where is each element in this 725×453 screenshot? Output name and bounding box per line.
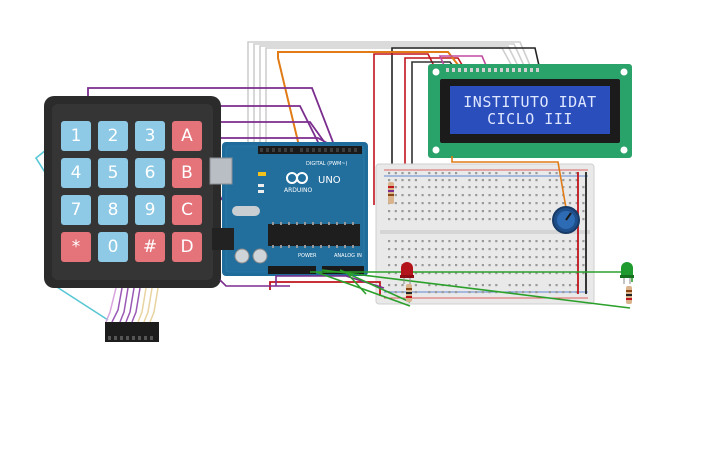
keypad-key-0[interactable]: 0 <box>98 232 128 262</box>
lcd-pins <box>446 68 539 72</box>
power-header <box>268 266 316 274</box>
arduino-logo: ARDUINO UNO <box>284 172 341 194</box>
wires-back <box>34 41 541 321</box>
keypad-key-label: # <box>143 237 157 257</box>
keypad-key-hash[interactable]: # <box>135 232 165 262</box>
keypad-4x4: 1 2 3 A 4 5 6 B 7 8 9 C * 0 # D <box>44 96 221 342</box>
keypad-key-C[interactable]: C <box>172 195 202 225</box>
crystal <box>232 206 260 216</box>
led-l <box>258 172 266 176</box>
digital-label: DIGITAL (PWM~) <box>306 161 348 167</box>
lcd-line-2: CICLO III <box>487 110 573 128</box>
keypad-key-label: 0 <box>108 237 119 257</box>
led-green[interactable] <box>620 262 634 284</box>
keypad-keys: 1 2 3 A 4 5 6 B 7 8 9 C * 0 # D <box>61 121 202 262</box>
keypad-key-label: * <box>72 237 81 257</box>
power-label: POWER <box>298 253 317 259</box>
keypad-key-label: D <box>180 237 193 257</box>
arduino-model: UNO <box>318 175 341 186</box>
resistor-3 <box>626 286 632 304</box>
keypad-connector-pins <box>108 336 153 340</box>
keypad-key-label: 6 <box>145 163 156 183</box>
keypad-key-A[interactable]: A <box>172 121 202 151</box>
analog-header <box>322 266 364 274</box>
keypad-key-D[interactable]: D <box>172 232 202 262</box>
breadboard <box>375 163 595 305</box>
lcd-16x2: INSTITUTO IDAT CICLO III <box>428 64 632 158</box>
keypad-key-label: A <box>181 126 193 146</box>
keypad-key-2[interactable]: 2 <box>98 121 128 151</box>
keypad-key-label: 2 <box>108 126 119 146</box>
atmega-chip <box>268 224 360 246</box>
keypad-key-4[interactable]: 4 <box>61 158 91 188</box>
keypad-ribbon-cable <box>105 287 159 323</box>
lcd-screen <box>450 86 610 134</box>
potentiometer[interactable] <box>552 206 580 234</box>
wires-front <box>219 156 633 309</box>
digital-header <box>258 146 362 154</box>
keypad-key-5[interactable]: 5 <box>98 158 128 188</box>
keypad-key-star[interactable]: * <box>61 232 91 262</box>
keypad-key-label: 8 <box>108 200 119 220</box>
power-jack <box>212 228 234 250</box>
keypad-key-label: 7 <box>71 200 82 220</box>
analog-label: ANALOG IN <box>334 253 362 259</box>
usb-port <box>209 157 233 185</box>
keypad-key-6[interactable]: 6 <box>135 158 165 188</box>
keypad-key-8[interactable]: 8 <box>98 195 128 225</box>
arduino-uno-board: DIGITAL (PWM~) ARDUINO UNO <box>209 142 368 276</box>
keypad-key-1[interactable]: 1 <box>61 121 91 151</box>
keypad-key-label: 1 <box>71 126 82 146</box>
lcd-line-1: INSTITUTO IDAT <box>463 93 596 111</box>
keypad-key-B[interactable]: B <box>172 158 202 188</box>
resistor-1 <box>388 182 394 204</box>
keypad-key-7[interactable]: 7 <box>61 195 91 225</box>
keypad-key-label: C <box>181 200 193 220</box>
capacitor-1 <box>234 248 250 264</box>
lcd-mount-hole <box>432 68 440 76</box>
keypad-key-label: B <box>181 163 193 183</box>
keypad-key-label: 5 <box>108 163 119 183</box>
keypad-key-label: 9 <box>145 200 156 220</box>
resistor-2 <box>406 284 412 302</box>
keypad-key-label: 4 <box>71 163 82 183</box>
led-red[interactable] <box>400 262 414 284</box>
capacitor-2 <box>252 248 268 264</box>
keypad-key-label: 3 <box>145 126 156 146</box>
arduino-brand: ARDUINO <box>284 187 313 194</box>
keypad-key-9[interactable]: 9 <box>135 195 165 225</box>
keypad-key-3[interactable]: 3 <box>135 121 165 151</box>
